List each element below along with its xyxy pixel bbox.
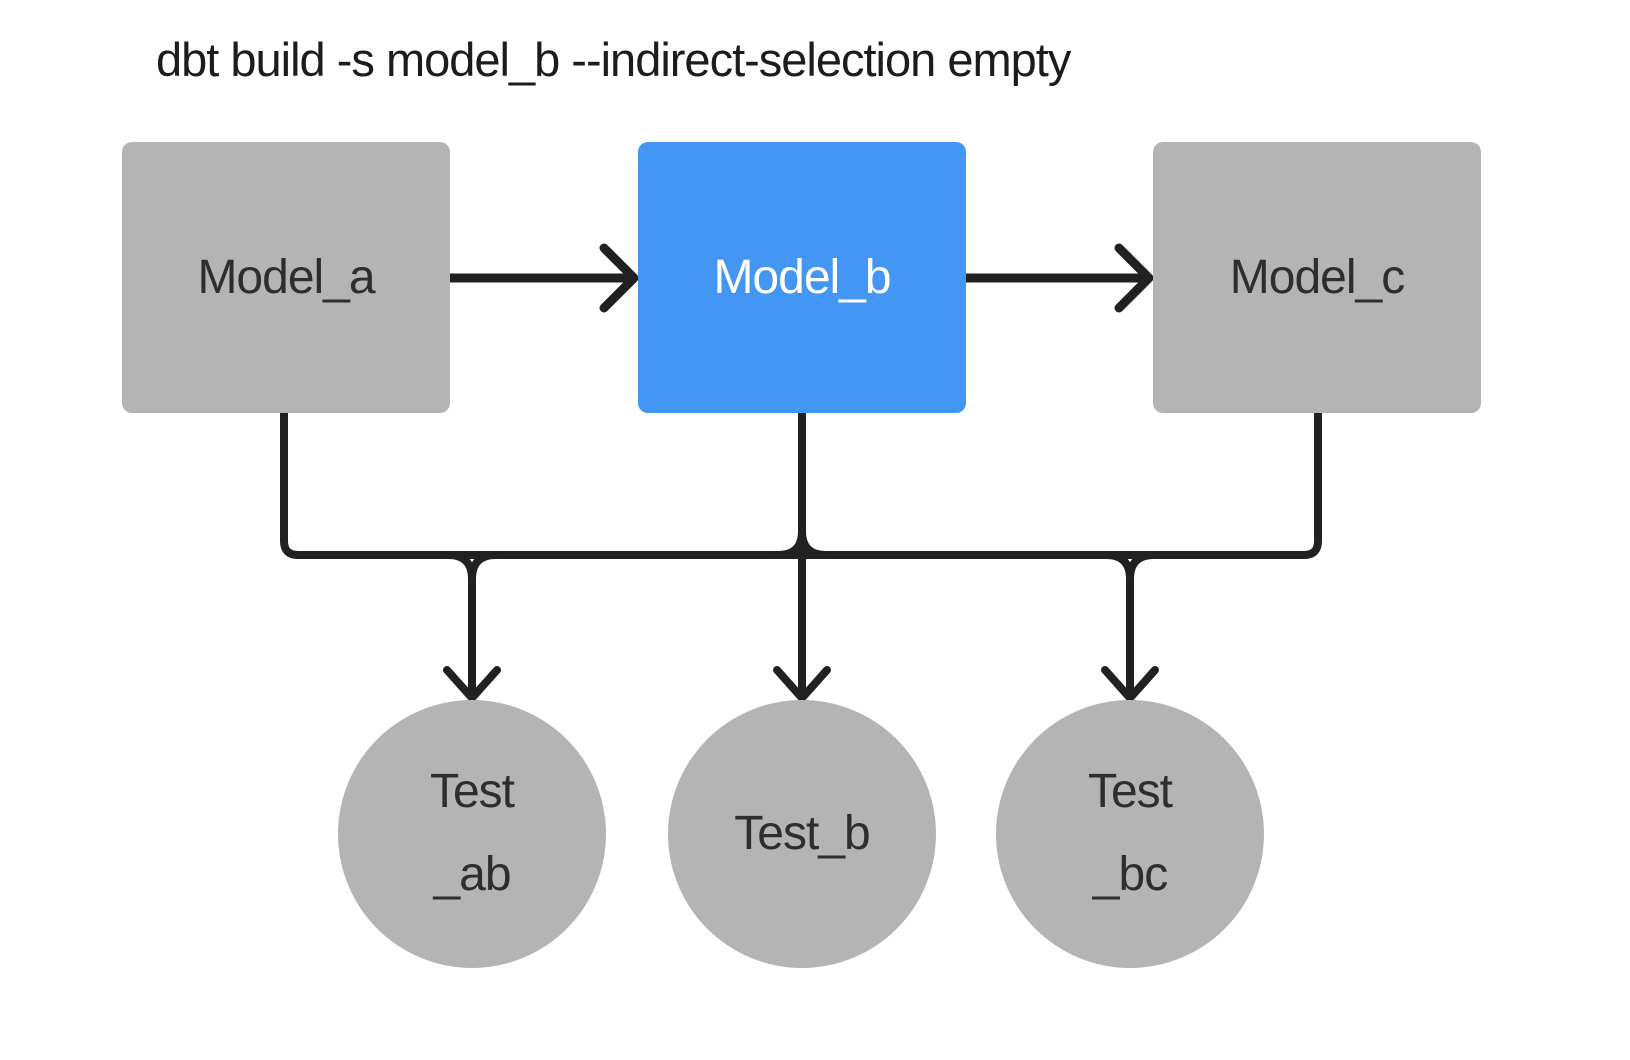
node-test-bc-label-line1: Test	[1087, 765, 1173, 819]
arrowhead-test-ab	[443, 666, 501, 702]
node-test-b-label-line1: Test_b	[734, 806, 870, 860]
node-model-c-label: Model_c	[1229, 251, 1405, 304]
arrowhead-model-b-to-model-c	[1114, 243, 1154, 313]
node-model-a-label: Model_a	[197, 251, 375, 304]
edge-fillet-test-ab	[468, 551, 500, 583]
node-model-c: Model_c	[1153, 142, 1481, 413]
node-test-ab-label-line2: _ab	[433, 848, 511, 901]
node-model-a: Model_a	[122, 142, 450, 413]
node-test-ab: Test _ab	[338, 700, 606, 968]
node-test-b: Test_b	[668, 700, 936, 968]
node-test-bc-label-line2: _bc	[1092, 848, 1168, 901]
arrowhead-test-bc	[1101, 666, 1159, 702]
edge-fillet-test-bc	[1126, 551, 1158, 583]
edge-fillet-middle-right	[798, 527, 830, 559]
arrowhead-model-a-to-model-b	[599, 243, 639, 313]
node-model-b-label: Model_b	[713, 251, 891, 304]
node-model-b-selected: Model_b	[638, 142, 966, 413]
node-test-bc: Test _bc	[996, 700, 1264, 968]
page-title: dbt build -s model_b --indirect-selectio…	[156, 33, 1071, 86]
arrowhead-test-b	[773, 666, 831, 702]
node-test-ab-label-line1: Test	[429, 765, 515, 819]
